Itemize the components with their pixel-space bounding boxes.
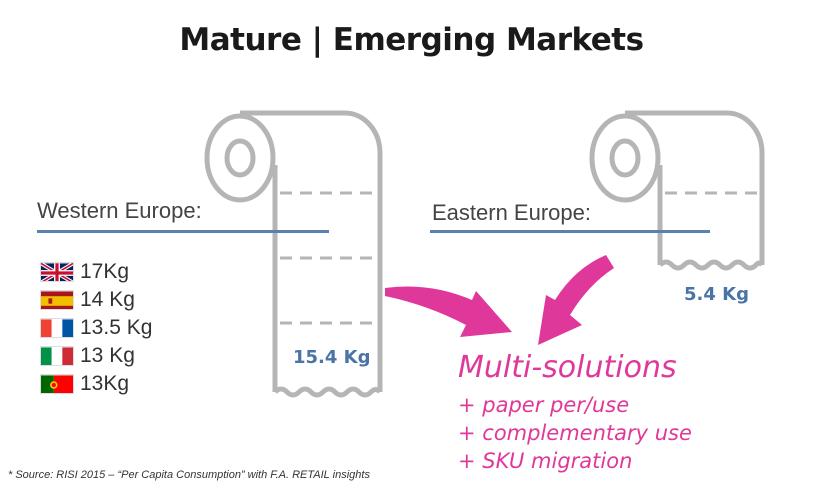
- country-value: 13 Kg: [80, 344, 135, 367]
- uk-flag-icon: [40, 262, 74, 282]
- list-item: 13.5 Kg: [40, 314, 152, 342]
- page-title: Mature | Emerging Markets: [179, 22, 644, 58]
- western-europe-label: Western Europe:: [37, 198, 202, 223]
- portugal-flag-icon: [40, 374, 74, 394]
- list-item: 17Kg: [40, 258, 152, 286]
- country-list: 17Kg 14 Kg 13.5 Kg: [40, 258, 152, 398]
- country-value: 17Kg: [80, 260, 130, 283]
- country-value: 13Kg: [80, 372, 130, 395]
- list-item: 14 Kg: [40, 286, 152, 314]
- western-toilet-roll-icon: [204, 110, 383, 398]
- eastern-toilet-roll-icon: [589, 110, 765, 271]
- eastern-europe-label: Eastern Europe:: [432, 200, 591, 225]
- eastern-divider: [430, 230, 710, 233]
- list-item: 13 Kg: [40, 342, 152, 370]
- western-total: 15.4 Kg: [293, 347, 371, 368]
- france-flag-icon: [40, 318, 74, 338]
- solutions-title: Multi-solutions: [458, 350, 677, 385]
- solution-item: + complementary use: [458, 421, 692, 445]
- country-value: 13.5 Kg: [80, 316, 153, 339]
- country-value: 14 Kg: [80, 288, 135, 311]
- italy-flag-icon: [40, 346, 74, 366]
- spain-flag-icon: [40, 290, 74, 310]
- right-arrow-icon: [538, 255, 614, 345]
- left-arrow-icon: [385, 286, 512, 337]
- source-footnote: * Source: RISI 2015 – “Per Capita Consum…: [8, 469, 370, 481]
- solution-item: + paper per/use: [458, 393, 630, 417]
- list-item: 13Kg: [40, 370, 152, 398]
- eastern-total: 5.4 Kg: [684, 284, 749, 305]
- solution-item: + SKU migration: [458, 449, 633, 473]
- western-divider: [37, 230, 329, 233]
